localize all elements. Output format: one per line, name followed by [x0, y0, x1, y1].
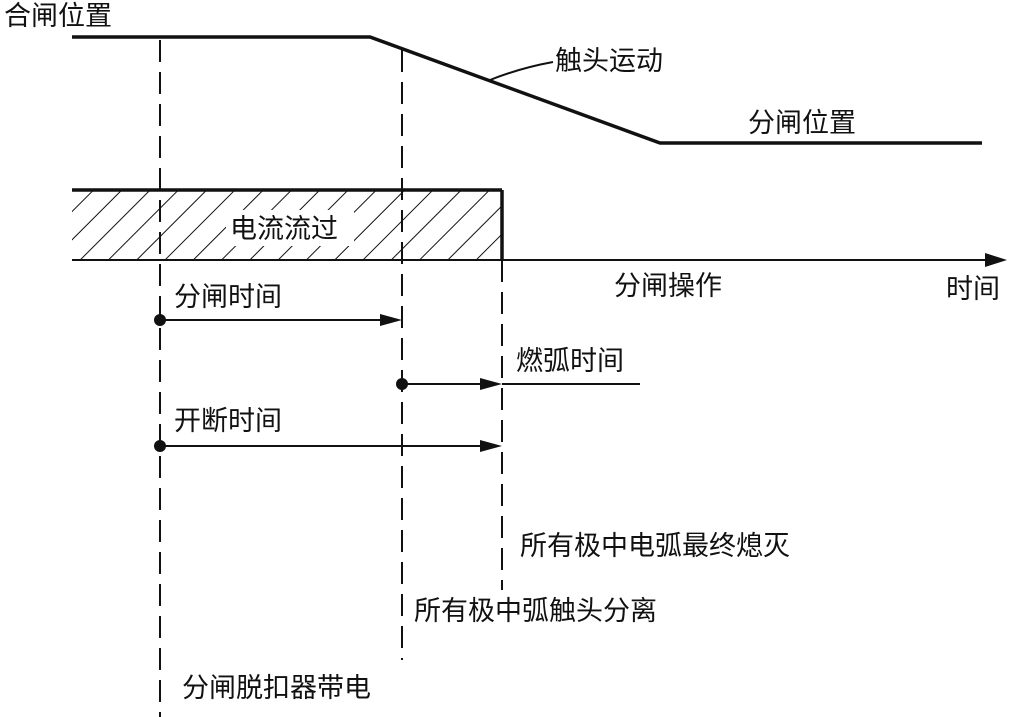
open-position-label: 分闸位置 [748, 108, 856, 139]
time-axis-label: 时间 [946, 274, 1000, 305]
release-energized-label: 分闸脱扣器带电 [182, 673, 371, 704]
current-flow-label-bg [226, 210, 354, 246]
time-axis-arrowhead [985, 253, 1007, 267]
opening-time-arrowhead [380, 314, 402, 326]
breaking-time-arrowhead [480, 440, 502, 452]
arc-extinguished-label: 所有极中电弧最终熄灭 [520, 531, 790, 562]
opening-operation-label: 分闸操作 [614, 271, 722, 302]
arcing-time-label: 燃弧时间 [516, 346, 624, 377]
contact-motion-label: 触头运动 [555, 46, 663, 77]
opening-time-label: 分闸时间 [174, 282, 282, 313]
current-flow-label: 电流流过 [230, 214, 338, 245]
contact-motion-curve [72, 35, 982, 145]
arcing-time-arrowhead [480, 378, 502, 390]
contacts-separate-label: 所有极中弧触头分离 [414, 596, 657, 627]
closed-position-label: 合闸位置 [4, 1, 112, 32]
contact-motion-leader [489, 61, 554, 81]
breaking-time-label: 开断时间 [174, 406, 282, 437]
